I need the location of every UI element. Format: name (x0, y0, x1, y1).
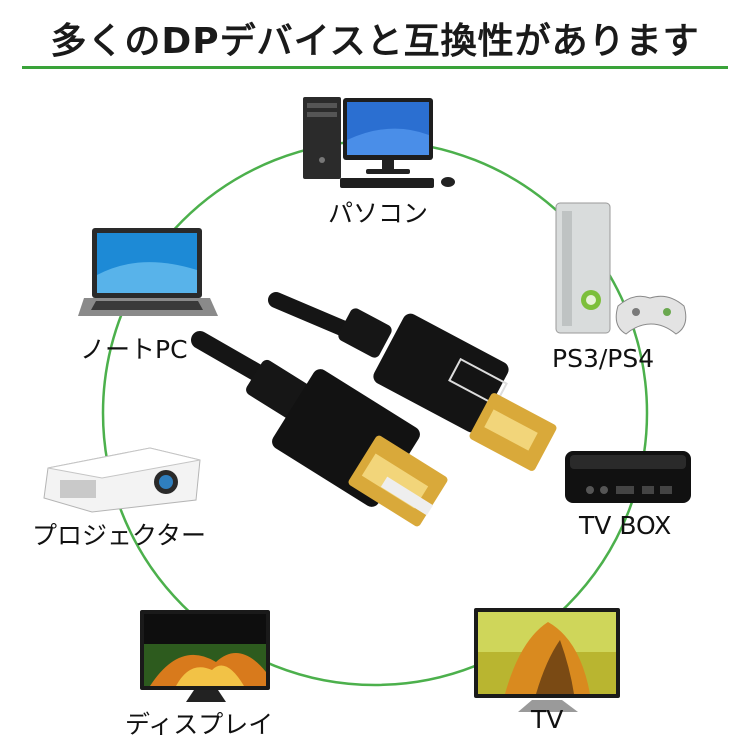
game-console-icon (555, 202, 687, 335)
device-label-projector: プロジェクター (32, 521, 207, 550)
cable-connector-left-icon (191, 331, 448, 527)
device-label-tvbox: TV BOX (579, 511, 672, 540)
title-underline (22, 66, 728, 69)
device-label-display: ディスプレイ (125, 710, 274, 739)
device-label-console: PS3/PS4 (552, 344, 655, 373)
device-label-pc: パソコン (328, 199, 429, 228)
display-monitor-icon (140, 610, 270, 702)
cable-connector-right-icon (268, 292, 557, 471)
tv-box-icon (565, 451, 691, 503)
device-label-tv: TV (531, 705, 564, 734)
page-title: 多くのDPデバイスと互換性があります (50, 21, 700, 62)
projector-icon (43, 447, 201, 513)
device-label-notebook: ノートPC (80, 335, 188, 364)
desktop-pc-icon (303, 97, 455, 188)
tv-icon (474, 608, 620, 712)
laptop-icon (78, 228, 218, 316)
